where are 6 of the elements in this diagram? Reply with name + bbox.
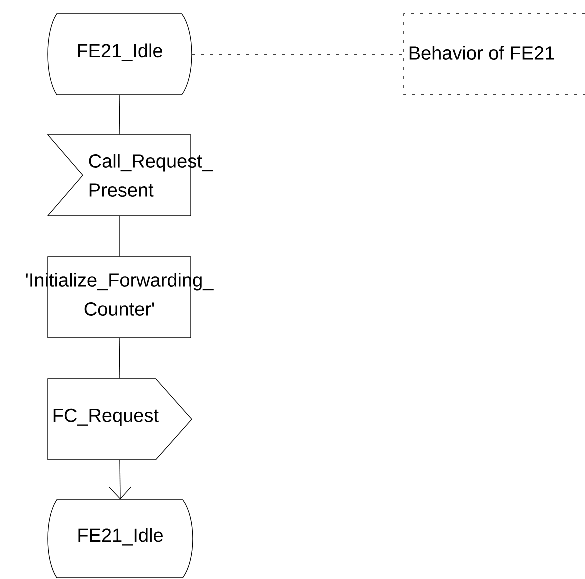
comment-line <box>192 54 404 55</box>
connector-line <box>119 95 120 135</box>
connector-line <box>119 216 120 257</box>
arrow <box>109 460 132 500</box>
comment-box: Behavior of FE21 <box>404 14 585 96</box>
connector-line <box>119 338 120 379</box>
